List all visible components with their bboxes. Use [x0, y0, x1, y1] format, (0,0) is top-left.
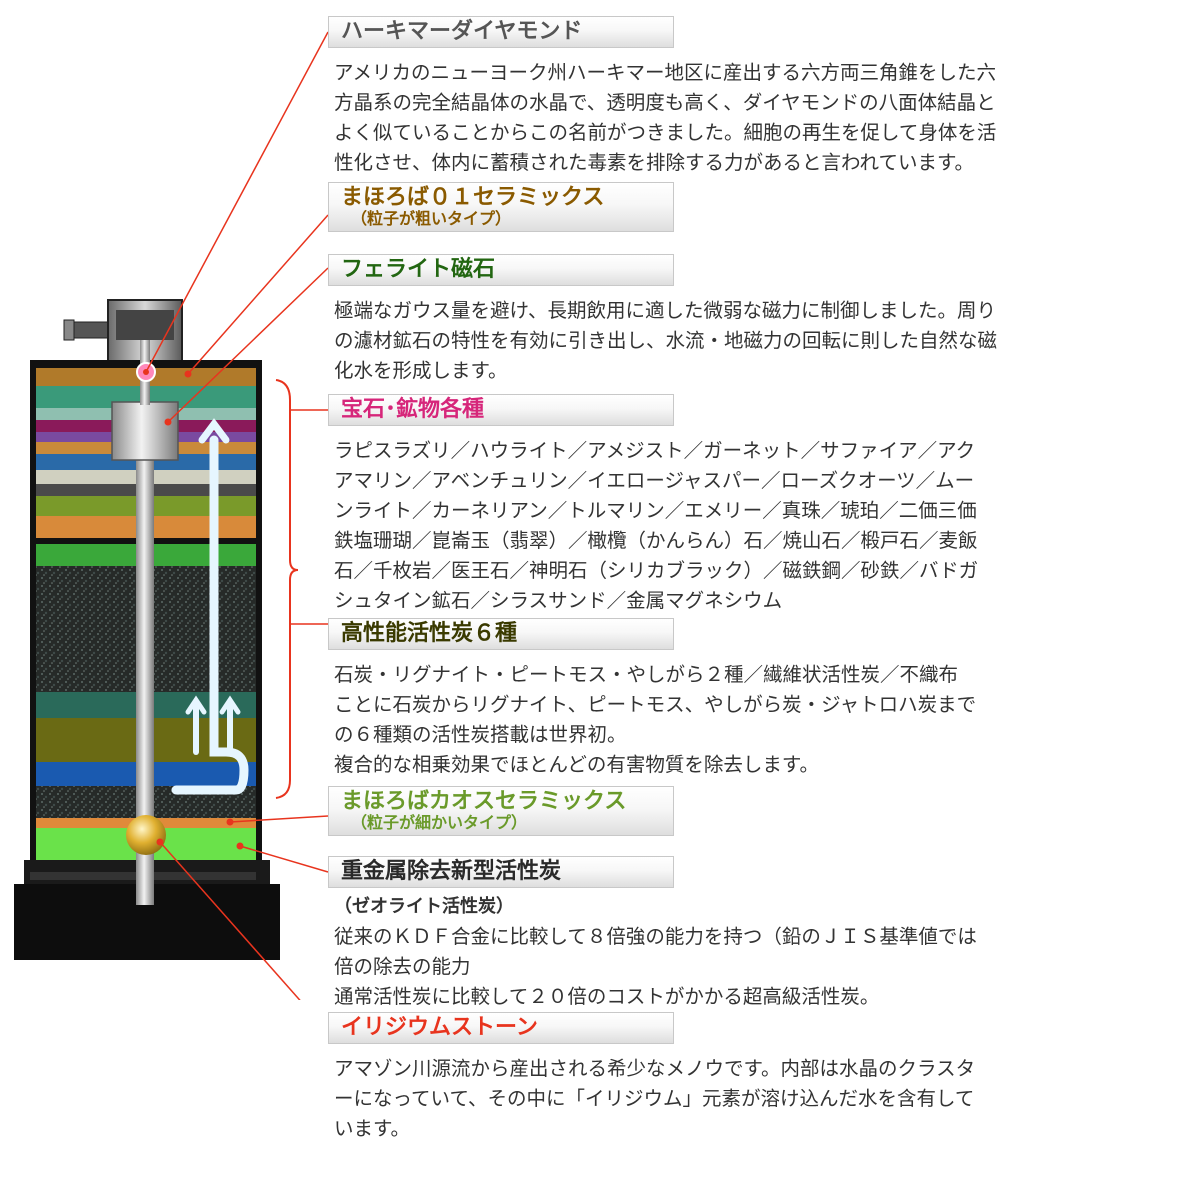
description-line: 石炭・リグナイト・ピートモス・やしがら２種／繊維状活性炭／不織布 [334, 663, 959, 686]
description-line: の６種類の活性炭搭載は世界初。 [334, 723, 627, 746]
activated-carbon-description: 石炭・リグナイト・ピートモス・やしがら２種／繊維状活性炭／不織布 ことに石炭から… [328, 660, 1158, 780]
heading-text: フェライト磁石 [341, 257, 496, 282]
herkimer-description: アメリカのニューヨーク州ハーキマー地区に産出する六方両三角錐をした六 方晶系の完… [328, 58, 1158, 178]
heading-gemstones-minerals: 宝石･鉱物各種 [328, 394, 674, 426]
description-line: の濾材鉱石の特性を有効に引き出し、水流・地磁力の回転に則した自然な磁 [334, 329, 998, 352]
section-ferrite-magnet: フェライト磁石 極端なガウス量を避け、長期飲用に適した微弱な磁力に制御しました。… [328, 254, 1158, 386]
section-activated-carbon: 高性能活性炭６種 石炭・リグナイト・ピートモス・やしがら２種／繊維状活性炭／不織… [328, 618, 1158, 780]
description-line: よく似ていることからこの名前がつきました。細胞の再生を促して身体を活 [334, 121, 997, 144]
inlet-pipe [63, 319, 113, 341]
section-mahoroba01-ceramics: まほろば０１セラミックス （粒子が粗いタイプ） [328, 182, 1158, 232]
water-filter-cross-section [14, 31, 329, 1000]
ferrite-magnet [111, 401, 179, 461]
description-line: 石／千枚岩／医王石／神明石（シリカブラック）／磁鉄鋼／砂鉄／バドガ [334, 559, 979, 582]
description-line: 極端なガウス量を避け、長期飲用に適した微弱な磁力に制御しました。周り [334, 299, 997, 322]
description-line: 方晶系の完全結晶体の水晶で、透明度も高く、ダイヤモンドの八面体結晶と [334, 91, 996, 114]
description-line: 倍の除去の能力 [334, 955, 471, 978]
heading-text: イリジウムストーン [341, 1015, 538, 1040]
heading-text: 重金属除去新型活性炭 [341, 859, 562, 884]
heading-ferrite-magnet: フェライト磁石 [328, 254, 674, 286]
iridium-description: アマゾン川源流から産出される希少なメノウです。内部は水晶のクラスタ ーになってい… [328, 1054, 1158, 1144]
leader-lines [145, 31, 329, 1000]
description-line: アマリン／アベンチュリン／イエロージャスパー／ローズクオーツ／ムー [334, 469, 975, 492]
layer-bracket [275, 379, 299, 799]
section-gemstones-minerals: 宝石･鉱物各種 ラピスラズリ／ハウライト／アメジスト／ガーネット／サファイア／ア… [328, 394, 1158, 616]
heading-heavy-metal-carbon: 重金属除去新型活性炭 [328, 856, 674, 888]
description-line: 化水を形成します。 [334, 359, 508, 382]
description-line: ーになっていて、その中に「イリジウム」元素が溶け込んだ水を含有して [334, 1087, 975, 1110]
description-line: 鉄塩珊瑚／崑崙玉（翡翠）／橄欖（かんらん）石／焼山石／椴戸石／麦飯 [334, 529, 978, 552]
heavy-metal-carbon-description: （ゼオライト活性炭） 従来のＫＤＦ合金に比較して８倍強の能力を持つ（鉛のＪＩＳ基… [328, 892, 1158, 1012]
description-line: 複合的な相乗効果でほとんどの有害物質を除去します。 [334, 753, 819, 776]
heading-activated-carbon: 高性能活性炭６種 [328, 618, 674, 650]
heading-text: ハーキマーダイヤモンド [341, 19, 583, 44]
heading-chaos-ceramics: まほろばカオスセラミックス （粒子が細かいタイプ） [328, 786, 674, 836]
description-line: 通常活性炭に比較して２０倍のコストがかかる超高級活性炭。 [334, 985, 880, 1008]
description-line: います。 [334, 1117, 411, 1140]
section-herkimer-diamond: ハーキマーダイヤモンド アメリカのニューヨーク州ハーキマー地区に産出する六方両三… [328, 16, 1158, 178]
section-heavy-metal-carbon: 重金属除去新型活性炭 （ゼオライト活性炭） 従来のＫＤＦ合金に比較して８倍強の能… [328, 856, 1158, 1012]
description-line: ことに石炭からリグナイト、ピートモス、やしがら炭・ジャトロハ炭まで [334, 693, 977, 716]
description-line: ンライト／カーネリアン／トルマリン／エメリー／真珠／琥珀／二価三価 [334, 499, 977, 522]
heading-text: まほろば０１セラミックス [341, 185, 605, 210]
center-tube [136, 440, 154, 905]
description-line: ラピスラズリ／ハウライト／アメジスト／ガーネット／サファイア／アク [334, 439, 976, 462]
iridium-stone-ball [126, 815, 166, 855]
heading-herkimer-diamond: ハーキマーダイヤモンド [328, 16, 674, 48]
section-chaos-ceramics: まほろばカオスセラミックス （粒子が細かいタイプ） [328, 786, 1158, 836]
description-line: シュタイン鉱石／シラスサンド／金属マグネシウム [334, 589, 783, 612]
description-line: アメリカのニューヨーク州ハーキマー地区に産出する六方両三角錐をした六 [334, 61, 997, 84]
heading-subtitle: （粒子が粗いタイプ） [351, 209, 512, 228]
heading-text: 宝石･鉱物各種 [341, 397, 485, 422]
description-subheading: （ゼオライト活性炭） [334, 896, 514, 917]
heading-text: まほろばカオスセラミックス [341, 789, 627, 814]
ferrite-description: 極端なガウス量を避け、長期飲用に適した微弱な磁力に制御しました。周り の濾材鉱石… [328, 296, 1158, 386]
description-line: アマゾン川源流から産出される希少なメノウです。内部は水晶のクラスタ [334, 1057, 976, 1080]
water-flow-arrows [171, 418, 249, 795]
heading-text: 高性能活性炭６種 [341, 621, 518, 646]
section-iridium-stone: イリジウムストーン アマゾン川源流から産出される希少なメノウです。内部は水晶のク… [328, 1012, 1158, 1144]
description-line: 性化させ、体内に蓄積された毒素を排除する力があると言われています。 [334, 151, 974, 174]
description-line: 従来のＫＤＦ合金に比較して８倍強の能力を持つ（鉛のＪＩＳ基準値では [334, 925, 977, 948]
gemstones-description: ラピスラズリ／ハウライト／アメジスト／ガーネット／サファイア／アク アマリン／ア… [328, 436, 1158, 616]
heading-mahoroba01-ceramics: まほろば０１セラミックス （粒子が粗いタイプ） [328, 182, 674, 232]
heading-iridium-stone: イリジウムストーン [328, 1012, 674, 1044]
heading-subtitle: （粒子が細かいタイプ） [351, 813, 528, 832]
